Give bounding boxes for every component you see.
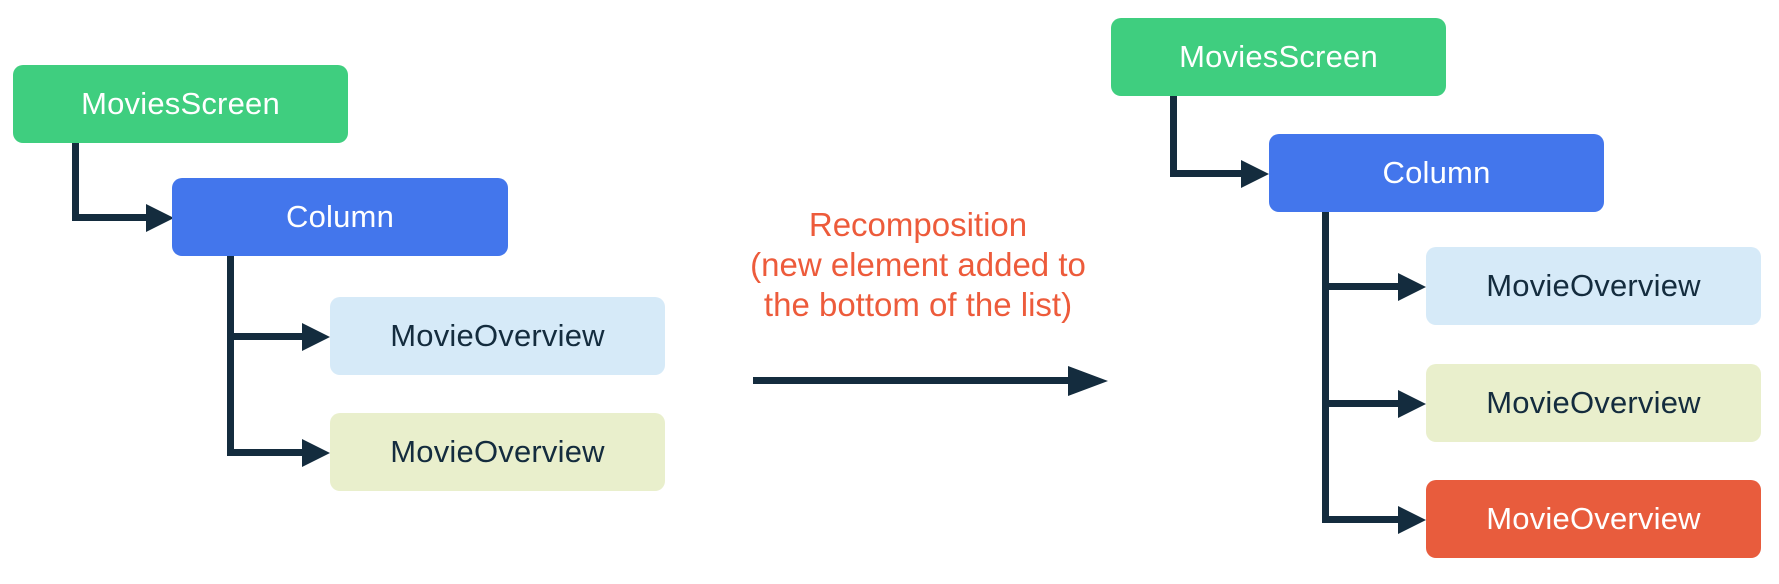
left-tree-root-label: MoviesScreen bbox=[81, 86, 280, 121]
right-trunk-vertical-line bbox=[1322, 212, 1329, 523]
left-branch-1-line bbox=[227, 333, 303, 340]
left-tree-column-label: Column bbox=[285, 199, 395, 234]
right-tree-column-node: Column bbox=[1269, 134, 1604, 212]
right-branch-2-line bbox=[1322, 400, 1398, 407]
arrowhead-icon bbox=[302, 323, 330, 351]
recomposition-annotation: Recomposition (new element added to the … bbox=[700, 205, 1136, 325]
right-tree-leaf-2-label: MovieOverview bbox=[1486, 385, 1701, 420]
right-tree-leaf-node-1: MovieOverview bbox=[1426, 247, 1761, 325]
right-tree-leaf-node-2: MovieOverview bbox=[1426, 364, 1761, 442]
arrowhead-icon bbox=[146, 204, 174, 232]
arrowhead-icon bbox=[1398, 506, 1426, 534]
right-tree-leaf-1-label: MovieOverview bbox=[1486, 268, 1701, 303]
right-elbow-vertical-line bbox=[1170, 96, 1177, 174]
recomposition-arrow-line bbox=[753, 377, 1073, 384]
left-tree-root-node: MoviesScreen bbox=[13, 65, 348, 143]
left-tree-leaf-2-label: MovieOverview bbox=[390, 434, 605, 469]
arrowhead-icon bbox=[1398, 273, 1426, 301]
left-tree-column-node: Column bbox=[172, 178, 508, 256]
arrowhead-icon bbox=[302, 439, 330, 467]
annotation-line-1: Recomposition bbox=[808, 206, 1028, 243]
arrowhead-icon bbox=[1398, 390, 1426, 418]
left-tree-leaf-node-1: MovieOverview bbox=[330, 297, 665, 375]
right-tree-leaf-3-label: MovieOverview bbox=[1486, 501, 1701, 536]
arrowhead-icon bbox=[1241, 160, 1269, 188]
left-tree-leaf-1-label: MovieOverview bbox=[390, 318, 605, 353]
left-tree-leaf-node-2: MovieOverview bbox=[330, 413, 665, 491]
right-branch-1-line bbox=[1322, 283, 1398, 290]
left-elbow-vertical-line bbox=[72, 143, 79, 221]
right-branch-3-line bbox=[1322, 516, 1398, 523]
left-elbow-horizontal-line bbox=[72, 214, 147, 221]
right-tree-leaf-node-3-new: MovieOverview bbox=[1426, 480, 1761, 558]
left-branch-2-line bbox=[227, 449, 303, 456]
annotation-line-2: (new element added to bbox=[750, 246, 1086, 283]
left-trunk-vertical-line bbox=[227, 256, 234, 456]
right-arrow-icon bbox=[1068, 366, 1108, 396]
right-tree-column-label: Column bbox=[1382, 155, 1491, 190]
right-tree-root-node: MoviesScreen bbox=[1111, 18, 1446, 96]
right-tree-root-label: MoviesScreen bbox=[1179, 39, 1378, 74]
annotation-line-3: the bottom of the list) bbox=[763, 286, 1073, 323]
right-elbow-horizontal-line bbox=[1170, 170, 1242, 177]
